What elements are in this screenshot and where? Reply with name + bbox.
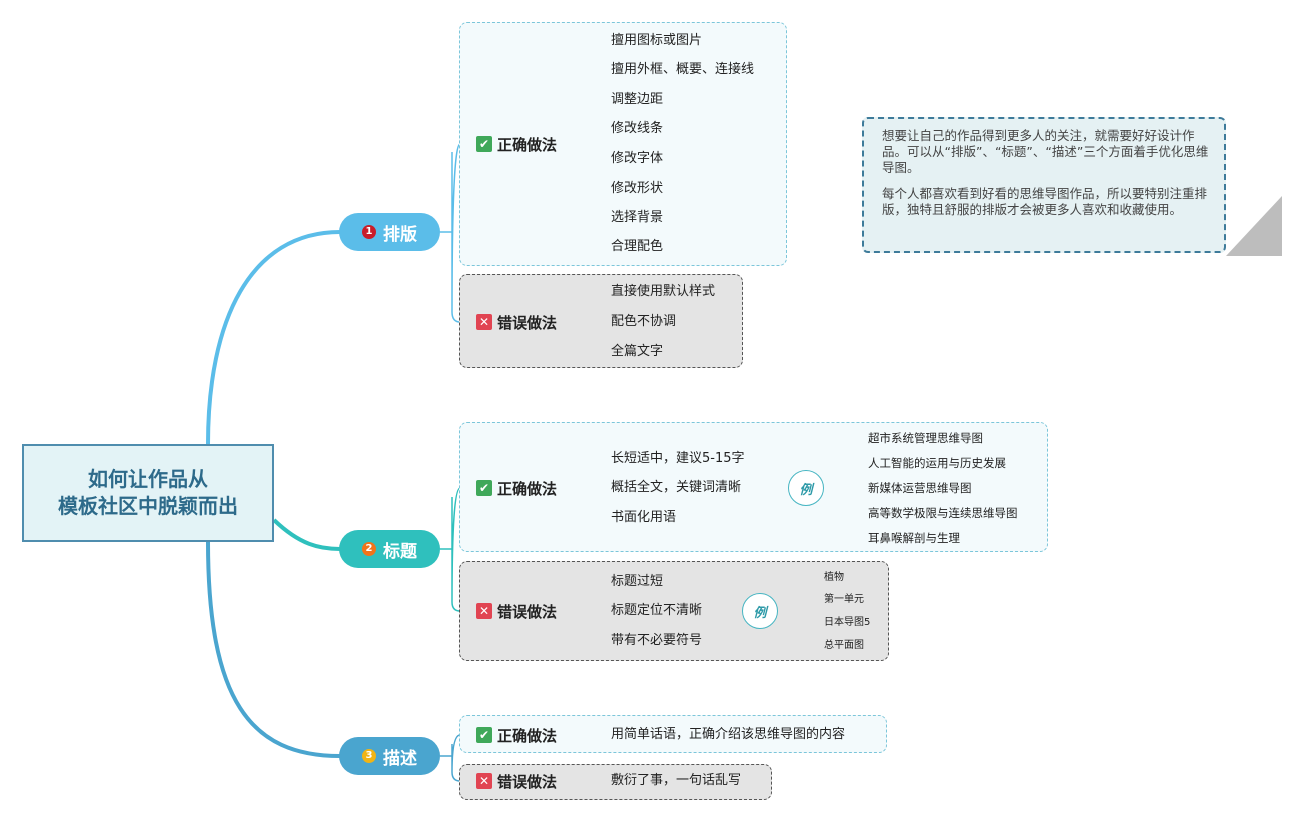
b3-bad-box (459, 764, 772, 800)
example-item[interactable]: 植物 (824, 572, 844, 583)
branch-label: 排版 (383, 224, 417, 245)
sub-label: 正确做法 (497, 479, 558, 498)
b2-bad-topic[interactable]: ✕ 错误做法 (476, 599, 557, 623)
example-item[interactable]: 新媒体运营思维导图 (868, 481, 972, 495)
b3-bad-topic[interactable]: ✕ 错误做法 (476, 769, 557, 793)
root-title-line2: 模板社区中脱颖而出 (58, 494, 238, 518)
leaf-item[interactable]: 修改形状 (611, 181, 664, 196)
sub-label: 正确做法 (497, 135, 558, 154)
check-icon: ✔ (476, 727, 492, 743)
leaf-item[interactable]: 敷衍了事，一句话乱写 (611, 773, 742, 788)
leaf-item[interactable]: 合理配色 (611, 239, 664, 254)
example-item[interactable]: 人工智能的运用与历史发展 (868, 456, 1006, 470)
branch-label: 描述 (383, 748, 417, 769)
leaf-item[interactable]: 修改字体 (611, 151, 664, 166)
leaf-item[interactable]: 修改线条 (611, 121, 664, 136)
branch-label: 标题 (383, 541, 417, 562)
number-badge-2: 2 (362, 542, 376, 556)
link-root-branch2 (272, 518, 341, 551)
leaf-item[interactable]: 调整边距 (611, 92, 664, 107)
number-badge-1: 1 (362, 225, 376, 239)
leaf-item[interactable]: 用简单话语，正确介绍该思维导图的内容 (611, 727, 846, 742)
example-item[interactable]: 耳鼻喉解剖与生理 (868, 531, 960, 545)
leaf-item[interactable]: 擅用外框、概要、连接线 (611, 62, 755, 77)
leaf-item[interactable]: 带有不必要符号 (611, 633, 703, 648)
b2-good-box (459, 422, 1048, 552)
leaf-item[interactable]: 长短适中，建议5-15字 (611, 451, 745, 466)
example-item[interactable]: 日本导图5 (824, 617, 871, 628)
note-shadow (1226, 196, 1282, 256)
branch-title[interactable]: 2 标题 (339, 530, 440, 568)
branch-layout[interactable]: 1 排版 (339, 213, 440, 251)
b1-good-box (459, 22, 787, 266)
sub-label: 错误做法 (497, 772, 558, 791)
b1-bad-topic[interactable]: ✕ 错误做法 (476, 310, 557, 334)
example-bubble[interactable]: 例 (788, 470, 824, 506)
cross-icon: ✕ (476, 314, 492, 330)
leaf-item[interactable]: 配色不协调 (611, 314, 677, 329)
leaf-item[interactable]: 标题过短 (611, 574, 664, 589)
cross-icon: ✕ (476, 603, 492, 619)
leaf-item[interactable]: 概括全文，关键词清晰 (611, 480, 742, 495)
leaf-item[interactable]: 选择背景 (611, 210, 664, 225)
example-bubble[interactable]: 例 (742, 593, 778, 629)
b3-good-box (459, 715, 887, 753)
note-callout[interactable]: 想要让自己的作品得到更多人的关注，就需要好好设计作品。可以从“排版”、“标题”、… (862, 117, 1226, 253)
sub-label: 错误做法 (497, 313, 558, 332)
b2-good-topic[interactable]: ✔ 正确做法 (476, 476, 557, 500)
root-topic[interactable]: 如何让作品从 模板社区中脱颖而出 (22, 444, 274, 542)
leaf-item[interactable]: 直接使用默认样式 (611, 284, 716, 299)
example-item[interactable]: 第一单元 (824, 594, 864, 605)
leaf-item[interactable]: 全篇文字 (611, 344, 664, 359)
sub-label: 正确做法 (497, 726, 558, 745)
sub-label: 错误做法 (497, 602, 558, 621)
b1-bad-box (459, 274, 743, 368)
check-icon: ✔ (476, 480, 492, 496)
b3-good-topic[interactable]: ✔ 正确做法 (476, 723, 557, 747)
root-title-line1: 如何让作品从 (88, 467, 208, 491)
b2-bad-box (459, 561, 889, 661)
example-item[interactable]: 总平面图 (824, 640, 864, 651)
leaf-item[interactable]: 标题定位不清晰 (611, 603, 703, 618)
note-paragraph-1: 想要让自己的作品得到更多人的关注，就需要好好设计作品。可以从“排版”、“标题”、… (882, 128, 1209, 175)
link-root-branch3 (206, 541, 341, 758)
check-icon: ✔ (476, 136, 492, 152)
branch-description[interactable]: 3 描述 (339, 737, 440, 775)
b1-good-topic[interactable]: ✔ 正确做法 (476, 132, 557, 156)
leaf-item[interactable]: 书面化用语 (611, 510, 677, 525)
note-paragraph-2: 每个人都喜欢看到好看的思维导图作品，所以要特别注重排版，独特且舒服的排版才会被更… (882, 186, 1208, 217)
cross-icon: ✕ (476, 773, 492, 789)
number-badge-3: 3 (362, 749, 376, 763)
link-root-branch1 (206, 230, 341, 445)
leaf-item[interactable]: 擅用图标或图片 (611, 33, 703, 48)
example-item[interactable]: 超市系统管理思维导图 (868, 431, 983, 445)
example-item[interactable]: 高等数学极限与连续思维导图 (868, 506, 1018, 520)
